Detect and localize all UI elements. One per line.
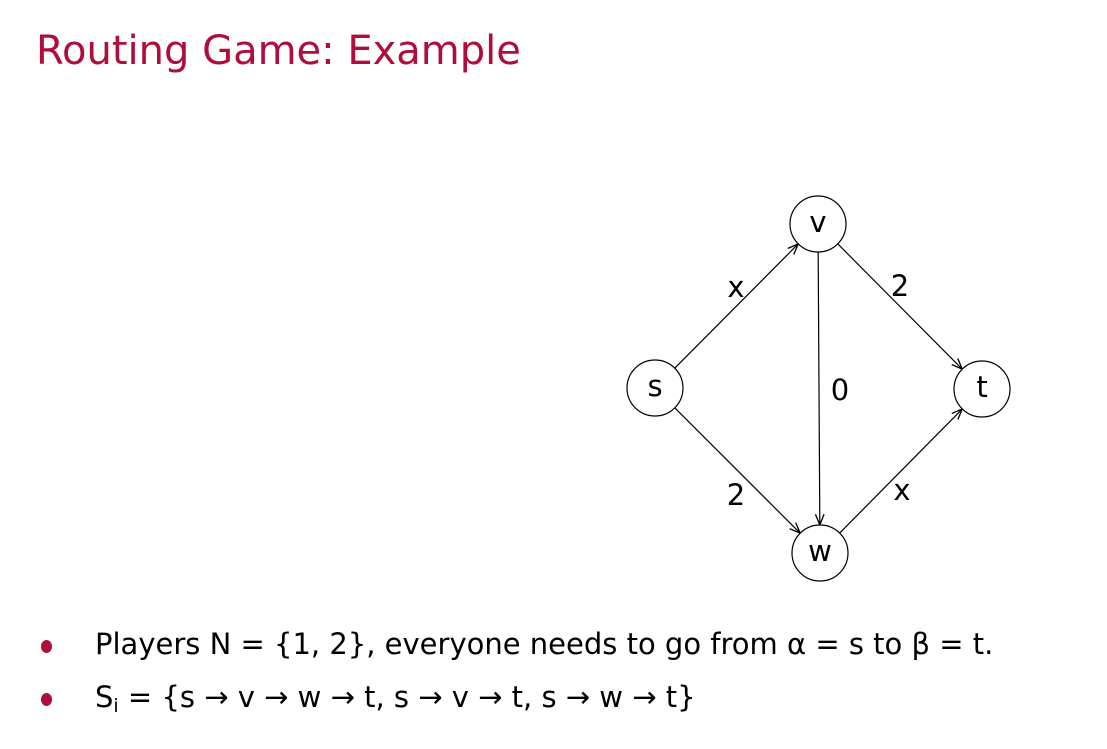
slide-title: Routing Game: Example bbox=[36, 28, 521, 74]
node-label: s bbox=[647, 369, 662, 403]
edge-cost-label: x bbox=[727, 270, 744, 304]
bullet-prefix: S bbox=[95, 680, 114, 714]
edge-s-w bbox=[674, 407, 800, 533]
edge-v-w bbox=[818, 251, 820, 525]
bullet-item-players: Players N = {1, 2}, everyone needs to go… bbox=[38, 622, 993, 675]
node-circle bbox=[626, 359, 684, 417]
node-s: s bbox=[626, 359, 684, 417]
node-label: v bbox=[809, 205, 826, 239]
node-label: t bbox=[976, 370, 987, 404]
node-w: w bbox=[791, 524, 849, 582]
node-t: t bbox=[953, 360, 1011, 418]
bullet-subscript: i bbox=[113, 695, 119, 717]
node-circle bbox=[789, 195, 847, 253]
bullet-icon bbox=[41, 693, 52, 706]
bullet-list: Players N = {1, 2}, everyone needs to go… bbox=[38, 622, 993, 728]
bullet-item-strategies: Si = {s → v → w → t, s → v → t, s → w → … bbox=[38, 675, 993, 728]
node-circle bbox=[791, 524, 849, 582]
edge-v-t bbox=[837, 243, 963, 369]
bullet-text: Players N = {1, 2}, everyone needs to go… bbox=[95, 627, 994, 661]
edge-cost-label: 2 bbox=[727, 478, 745, 512]
edge-cost-label: 0 bbox=[831, 373, 849, 407]
bullet-icon bbox=[41, 640, 52, 653]
bullet-text: = {s → v → w → t, s → v → t, s → w → t} bbox=[118, 680, 696, 714]
node-label: w bbox=[808, 534, 832, 568]
edge-cost-label: 2 bbox=[891, 269, 909, 303]
node-v: v bbox=[789, 195, 847, 253]
node-circle bbox=[953, 360, 1011, 418]
edge-w-t bbox=[839, 409, 963, 534]
edge-cost-label: x bbox=[893, 473, 910, 507]
edge-s-v bbox=[674, 244, 799, 369]
